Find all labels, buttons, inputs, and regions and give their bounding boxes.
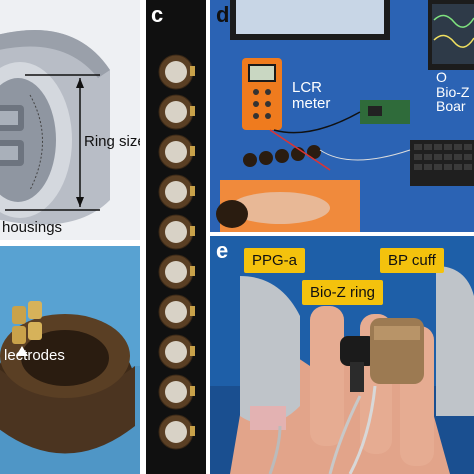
ring-photo <box>0 246 140 474</box>
panel-b: lectrodes <box>0 246 140 474</box>
bioz-label-line1: O <box>436 69 447 85</box>
lab-setup-photo <box>210 0 474 232</box>
panel-d: d LCR meter O Bio-Z Boar <box>210 0 474 232</box>
panel-e: e PPG-a Bio-Z ring BP cuff <box>210 236 474 474</box>
bioz-board-label: O Bio-Z Boar <box>436 70 469 114</box>
ppg-label: PPG-a <box>244 248 306 273</box>
panel-c: c <box>146 0 206 474</box>
bp-cuff-label: BP cuff <box>380 248 444 273</box>
electrodes-label: lectrodes <box>4 347 65 364</box>
panel-c-tag: c <box>151 2 164 27</box>
lcr-meter-label: LCR meter <box>292 80 330 112</box>
ring-series-photo <box>146 0 206 474</box>
bioz-label-line2: Bio-Z <box>436 83 470 100</box>
lcr-label-line1: LCR <box>292 79 323 96</box>
housings-label: housings <box>2 219 63 236</box>
lcr-label-line2: meter <box>292 94 331 112</box>
bioz-label-line3: Boar <box>436 98 466 115</box>
panel-e-tag: e <box>216 238 229 263</box>
bioz-ring-label: Bio-Z ring <box>302 280 384 305</box>
panel-a: Ring size housings <box>0 0 140 240</box>
panel-d-tag: d <box>216 2 230 27</box>
ring-size-label: Ring size <box>84 133 140 150</box>
finger-sensors-photo <box>210 236 474 474</box>
ring-cad-illustration <box>0 0 140 240</box>
